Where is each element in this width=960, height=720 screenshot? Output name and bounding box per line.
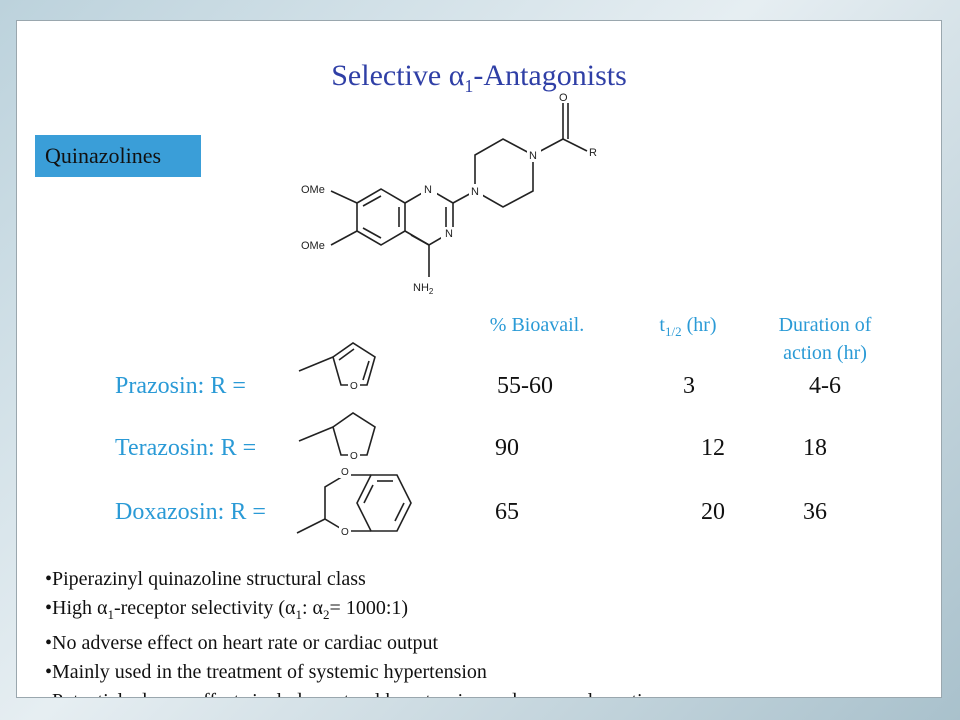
header-duration: Duration of action (hr) <box>778 314 872 364</box>
thf-o-label: O <box>350 451 358 462</box>
bullet-item: •Piperazinyl quinazoline structural clas… <box>45 568 366 590</box>
terazosin-half-life: 12 <box>701 435 725 461</box>
header-bioavail: % Bioavail. <box>489 314 585 336</box>
atom-n-pip4-label: N <box>529 150 537 162</box>
benzodioxane-ring-structure: O O <box>296 465 412 538</box>
prazosin-duration: 4-6 <box>809 373 841 399</box>
ome-bottom-label: OMe <box>301 240 325 252</box>
dioxane-o-bottom-label: O <box>341 527 349 538</box>
drug-name-terazosin: Terazosin: R = <box>115 435 257 461</box>
atom-n3-label: N <box>445 228 453 240</box>
atom-n-pip1-label: N <box>471 186 479 198</box>
nh2-label: NH2 <box>413 282 434 296</box>
prazosin-half-life: 3 <box>683 373 695 399</box>
bullet-item: •High α1-receptor selectivity (α1: α2= 1… <box>45 597 409 622</box>
terazosin-duration: 18 <box>803 435 827 461</box>
bullet-item: •No adverse effect on heart rate or card… <box>45 632 439 654</box>
dioxane-o-top-label: O <box>341 467 349 478</box>
slide-title: Selective α1-Antagonists <box>331 59 627 96</box>
atom-r-label: R <box>589 147 597 159</box>
tetrahydrofuran-ring-structure: O <box>298 412 376 462</box>
atom-n1-label: N <box>424 184 432 196</box>
drug-name-doxazosin: Doxazosin: R = <box>115 499 266 525</box>
header-half-life: t1/2 (hr) <box>659 314 717 339</box>
doxazosin-duration: 36 <box>803 499 827 525</box>
bullet-item: •Potential adverse effects include postu… <box>45 687 670 697</box>
quinazoline-structure: N N N N O R OMe OMe NH2 <box>301 92 597 296</box>
atom-o-label: O <box>559 92 568 104</box>
class-label-badge: Quinazolines <box>35 135 201 177</box>
doxazosin-half-life: 20 <box>701 499 725 525</box>
doxazosin-bioavail: 65 <box>495 499 519 525</box>
terazosin-bioavail: 90 <box>495 435 519 461</box>
furan-ring-structure: O <box>298 342 376 392</box>
prazosin-bioavail: 55-60 <box>497 373 553 399</box>
drug-name-prazosin: Prazosin: R = <box>115 373 246 399</box>
bullet-item: •Mainly used in the treatment of systemi… <box>45 661 487 683</box>
ome-top-label: OMe <box>301 184 325 196</box>
bullet-list: •Piperazinyl quinazoline structural clas… <box>45 565 670 697</box>
slide: Selective α1-Antagonists Quinazolines <box>16 20 942 698</box>
furan-o-label: O <box>350 381 358 392</box>
